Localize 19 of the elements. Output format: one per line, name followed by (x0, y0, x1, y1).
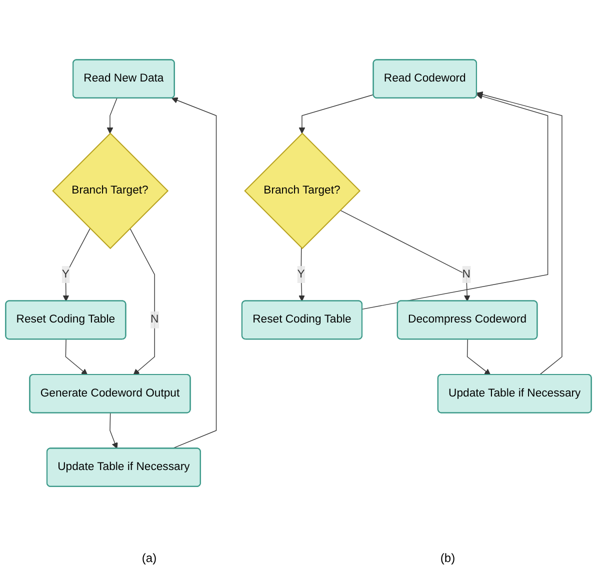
arrow (106, 98, 118, 134)
arrow (65, 339, 88, 376)
panel-label: (b) (440, 551, 456, 565)
arrow (172, 98, 217, 450)
arrow (130, 228, 155, 376)
panel-label: (a) (142, 551, 157, 565)
arrow (298, 248, 305, 302)
arrow (362, 94, 548, 310)
edge-label: N (462, 268, 470, 281)
arrow (110, 413, 118, 450)
edge-label: N (150, 314, 159, 326)
edge-label: Y (297, 268, 305, 281)
arrow (298, 94, 374, 134)
arrow (476, 92, 562, 376)
node-diamond: Branch Target? (244, 133, 361, 250)
edge-label: Y (62, 268, 70, 281)
arrow (466, 339, 491, 376)
node-diamond: Branch Target? (52, 133, 169, 250)
arrow (340, 210, 470, 302)
